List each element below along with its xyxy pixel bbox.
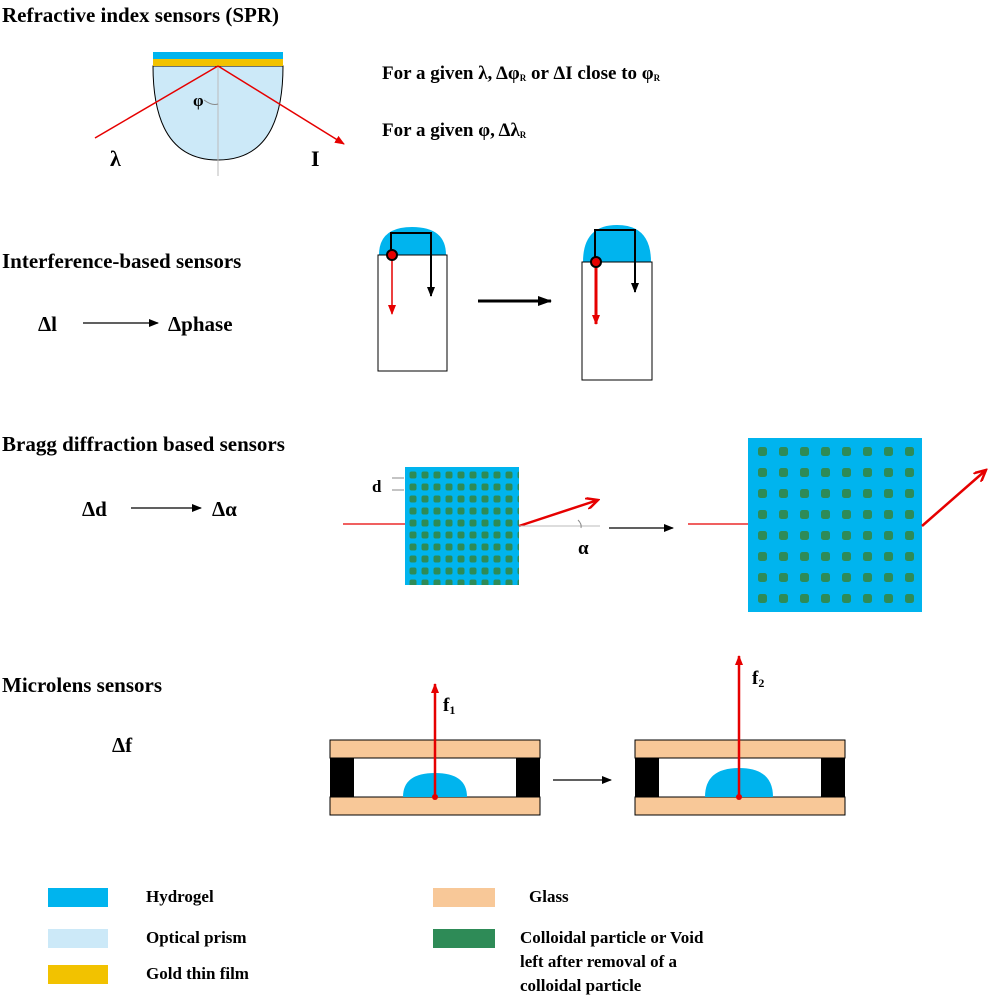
microlens-relation: Δf bbox=[112, 733, 133, 757]
photonic-crystal-small bbox=[392, 467, 519, 585]
spr-condition-1: For a given λ, ΔφR or ΔI close to φR bbox=[382, 63, 661, 84]
legend-swatch-gold bbox=[48, 965, 108, 984]
spr-title: Refractive index sensors (SPR) bbox=[2, 3, 279, 27]
left-spacer bbox=[330, 758, 354, 797]
reflection-path-2 bbox=[594, 229, 639, 293]
spr-intensity-label: I bbox=[311, 146, 320, 171]
legend: Hydrogel Optical prism Gold thin film Gl… bbox=[48, 887, 704, 995]
legend-label-colloid-3: colloidal particle bbox=[520, 976, 642, 995]
diffraction-angle-label: α bbox=[578, 538, 589, 559]
spr-reflected-ray bbox=[217, 65, 345, 145]
bragg-diffracted-ray-2 bbox=[921, 470, 986, 527]
focal-source bbox=[432, 794, 438, 800]
focal-length-2-label: f2 bbox=[752, 668, 764, 690]
legend-label-prism: Optical prism bbox=[146, 928, 247, 947]
left-spacer-2 bbox=[635, 758, 659, 797]
photonic-crystal-swollen bbox=[748, 438, 922, 612]
bragg-relation-from: Δd bbox=[82, 497, 107, 521]
spr-condition-2: For a given φ, ΔλR bbox=[382, 120, 527, 141]
interface-point bbox=[386, 249, 398, 261]
legend-label-gold: Gold thin film bbox=[146, 964, 249, 983]
spr-gold-film bbox=[153, 59, 283, 66]
spr-incident-ray bbox=[94, 65, 219, 139]
spr-lambda-label: λ bbox=[110, 146, 121, 171]
legend-swatch-hydrogel bbox=[48, 888, 108, 907]
right-spacer bbox=[516, 758, 540, 797]
bragg-title: Bragg diffraction based sensors bbox=[2, 432, 285, 456]
bragg-diffracted-ray bbox=[518, 500, 598, 528]
legend-swatch-glass bbox=[433, 888, 495, 907]
spr-angle-arc bbox=[203, 99, 219, 105]
spr-prism-figure bbox=[94, 52, 345, 176]
spr-phi-label: φ bbox=[193, 91, 204, 110]
focal-length-1-label: f1 bbox=[443, 695, 455, 717]
interference-sensor-after bbox=[581, 225, 653, 381]
bragg-angle-arc bbox=[577, 519, 582, 529]
legend-label-glass: Glass bbox=[529, 887, 569, 906]
legend-label-colloid-1: Colloidal particle or Void bbox=[520, 928, 704, 947]
interference-title: Interference-based sensors bbox=[2, 249, 241, 273]
colloidal-lattice-2 bbox=[748, 438, 922, 612]
fiber-body-2 bbox=[581, 261, 653, 381]
interference-relation-to: Δphase bbox=[168, 312, 233, 336]
legend-swatch-colloid bbox=[433, 929, 495, 948]
focal-source-2 bbox=[736, 794, 742, 800]
right-spacer-2 bbox=[821, 758, 845, 797]
interface-point-2 bbox=[590, 256, 602, 268]
legend-swatch-prism bbox=[48, 929, 108, 948]
colloidal-lattice bbox=[405, 467, 519, 585]
reflection-path bbox=[390, 232, 435, 297]
microlens-cell-after bbox=[634, 655, 846, 816]
bragg-relation-to: Δα bbox=[212, 497, 237, 521]
legend-label-colloid-2: left after removal of a bbox=[520, 952, 678, 971]
legend-label-hydrogel: Hydrogel bbox=[146, 887, 214, 906]
interference-relation-from: Δl bbox=[38, 312, 57, 336]
fiber-body bbox=[377, 254, 448, 372]
microlens-title: Microlens sensors bbox=[2, 673, 162, 697]
lattice-spacing-label: d bbox=[372, 477, 382, 496]
microlens-cell-before bbox=[329, 683, 541, 816]
interference-sensor-before bbox=[377, 227, 448, 372]
spr-hydrogel-layer bbox=[153, 52, 283, 59]
